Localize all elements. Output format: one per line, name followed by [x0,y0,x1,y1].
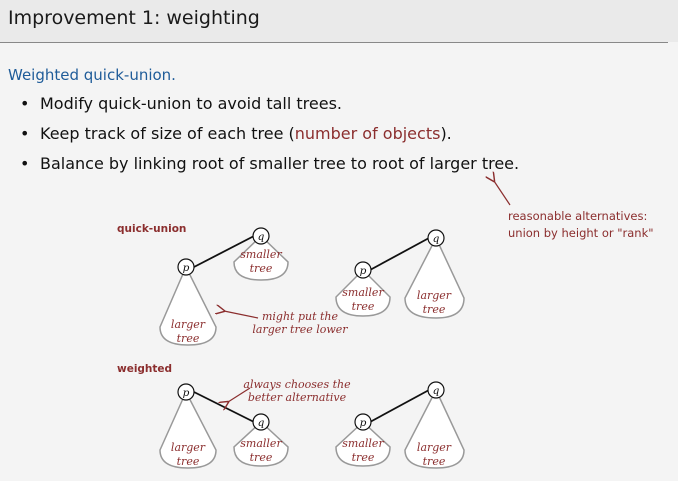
link-edge [369,389,430,423]
node-p [354,413,372,431]
note-arrow [224,311,259,319]
bullet-text: Balance by linking root of smaller tree … [40,154,520,173]
node-q [427,229,445,247]
tree-label: tree [423,455,446,468]
node-p [177,383,195,401]
node-p-label: p [360,417,367,429]
alternatives-annotation: reasonable alternatives: union by height… [508,208,654,242]
note-text: larger tree lower [252,323,348,336]
tree-label: tree [177,455,200,468]
link-edge [193,391,255,423]
quick-union-label: quick-union [117,223,186,235]
larger-tree [159,265,217,346]
link-edge [369,237,430,271]
note-text: might put the [262,310,339,323]
tree-label: larger [417,441,452,454]
tree-label: tree [352,300,375,313]
bullet-text: Modify quick-union to avoid tall trees. [40,94,342,113]
title-bar: Improvement 1: weighting [0,0,678,42]
node-q [427,381,445,399]
tree-label: larger [171,441,206,454]
annotation-arrow [494,181,511,206]
node-q-label: q [433,385,440,397]
node-p-label: p [183,262,190,274]
weighted-after: q p smaller tree larger tree [335,381,465,469]
bullet-text-end: ). [440,124,452,143]
section-subtitle: Weighted quick-union. [8,66,176,84]
note-text: always chooses the [243,378,351,391]
tree-label: tree [250,451,273,464]
node-q-label: q [258,231,265,243]
node-p [354,261,372,279]
node-p-label: p [183,387,190,399]
smaller-tree [233,420,289,467]
bullet-item: •Modify quick-union to avoid tall trees. [20,94,342,113]
node-q [252,227,270,245]
quick-union-after: q p smaller tree larger tree [335,229,465,319]
link-edge [193,235,255,268]
larger-tree [159,390,217,469]
bullet-text: Keep track of size of each tree ( [40,124,295,143]
node-p-label: p [360,265,367,277]
annotation-line: union by height or "rank" [508,226,654,240]
node-q [252,413,270,431]
bullet-list: •Modify quick-union to avoid tall trees.… [20,92,519,182]
node-q-label: q [258,417,265,429]
bullet-highlight: number of objects [294,124,441,143]
larger-tree [404,236,465,319]
tree-label: tree [250,262,273,275]
weighted-before: p q smaller tree larger tree always choo… [159,378,351,469]
larger-tree [404,388,465,469]
tree-label: smaller [240,248,282,261]
tree-label: tree [423,303,446,316]
page-title: Improvement 1: weighting [8,7,260,29]
note-arrow [228,387,251,402]
tree-label: tree [177,332,200,345]
annotation-line: reasonable alternatives: [508,209,648,223]
tree-label: tree [352,451,375,464]
bullet-item: •Keep track of size of each tree (number… [20,124,452,143]
tree-label: smaller [342,437,384,450]
node-q-label: q [433,233,440,245]
smaller-tree [335,420,391,467]
quick-union-before: p q smaller tree larger tree might put t… [159,227,348,346]
note-text: better alternative [248,391,347,404]
smaller-tree [233,234,289,281]
smaller-tree [335,268,391,317]
tree-label: larger [417,289,452,302]
tree-label: smaller [240,437,282,450]
bullet-item: •Balance by linking root of smaller tree… [20,154,520,173]
node-p [177,258,195,276]
tree-label: smaller [342,286,384,299]
title-divider [0,42,668,43]
tree-label: larger [171,318,206,331]
weighted-label: weighted [117,363,172,375]
